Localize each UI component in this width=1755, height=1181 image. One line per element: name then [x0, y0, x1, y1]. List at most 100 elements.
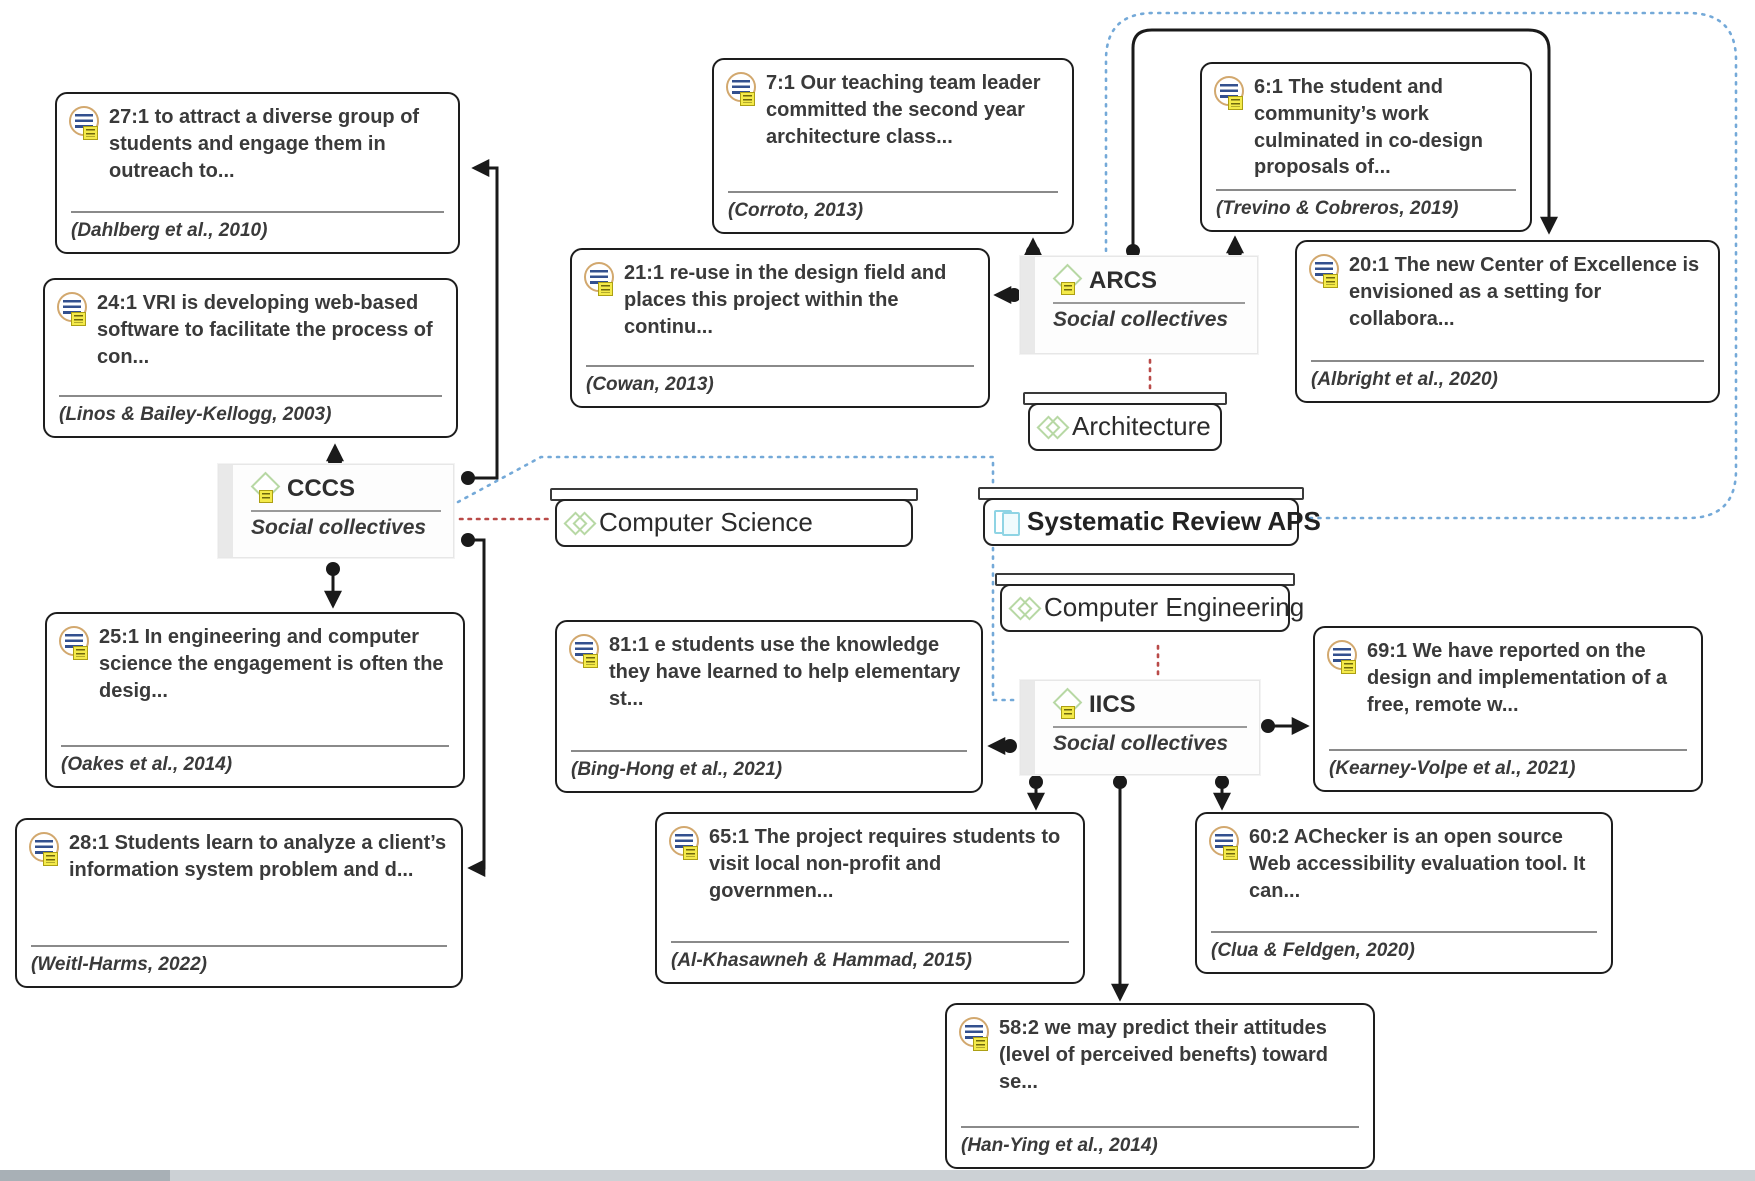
- quotation-node-81-1[interactable]: 81:1 e students use the knowledge they h…: [555, 620, 983, 793]
- edge-cccs-to-quote-25[interactable]: [324, 562, 342, 609]
- quotation-row: 58:2 we may predict their attitudes (lev…: [959, 1015, 1361, 1095]
- code-title-row: IICS: [1052, 687, 1249, 721]
- quotation-id: 25:1: [99, 626, 140, 648]
- quotation-row: 24:1 VRI is developing web-based softwar…: [57, 290, 444, 370]
- quotation-body: In engineering and computer science the …: [99, 626, 444, 702]
- separator: [31, 945, 447, 947]
- quotation-row: 25:1 In engineering and computer science…: [59, 624, 451, 704]
- quotation-id: 58:2: [999, 1017, 1040, 1039]
- quotation-body: The project requires students to visit l…: [709, 826, 1061, 902]
- document-group-node-systematic-review-aps[interactable]: Systematic Review APS: [978, 487, 1321, 546]
- quotation-text: 28:1 Students learn to analyze a client’…: [69, 830, 449, 884]
- quotation-node-60-2[interactable]: 60:2 AChecker is an open source Web acce…: [1195, 812, 1613, 974]
- quotation-body: we may predict their attitudes (level of…: [999, 1017, 1328, 1093]
- edge-arcs-to-quote-21[interactable]: [993, 286, 1021, 304]
- memo-icon: [583, 654, 598, 668]
- citation: (Trevino & Cobreros, 2019): [1216, 198, 1459, 219]
- code-category: Social collectives: [251, 516, 427, 539]
- quotation-node-6-1[interactable]: 6:1 The student and community’s work cul…: [1200, 62, 1532, 232]
- quotation-body: AChecker is an open source Web accessibi…: [1249, 826, 1586, 902]
- quotation-text: 27:1 to attract a diverse group of stude…: [109, 104, 446, 184]
- quotation-text: 58:2 we may predict their attitudes (lev…: [999, 1015, 1361, 1095]
- quotation-text: 6:1 The student and community’s work cul…: [1254, 74, 1518, 181]
- quotation-row: 6:1 The student and community’s work cul…: [1214, 74, 1518, 181]
- horizontal-scrollbar[interactable]: [0, 1170, 1755, 1181]
- separator: [1311, 360, 1704, 362]
- code-node-iics[interactable]: IICS Social collectives: [1020, 680, 1260, 775]
- edge-iics-to-quote-60[interactable]: [1213, 775, 1231, 811]
- quotation-icon: [1214, 76, 1254, 110]
- code-name: ARCS: [1089, 267, 1158, 294]
- memo-icon: [1223, 846, 1238, 860]
- separator: [586, 365, 974, 367]
- code-group-name: Computer Science: [599, 507, 813, 537]
- quotation-text: 21:1 re-use in the design field and plac…: [624, 260, 976, 340]
- quotation-icon: [569, 634, 609, 668]
- edge-iics-to-quote-81[interactable]: [987, 737, 1017, 755]
- quotation-node-27-1[interactable]: 27:1 to attract a diverse group of stude…: [55, 92, 460, 254]
- quotation-icon: [1209, 826, 1249, 860]
- memo-icon: [598, 282, 613, 296]
- quotation-row: 65:1 The project requires students to vi…: [669, 824, 1071, 904]
- quotation-icon: [59, 626, 99, 660]
- citation: (Albright et al., 2020): [1311, 369, 1498, 390]
- separator: [1053, 726, 1247, 728]
- edge-arcs-to-quote-20[interactable]: [1126, 28, 1558, 258]
- quotation-id: 27:1: [109, 106, 150, 128]
- tray-box: Computer Engineering: [1000, 584, 1304, 632]
- edge-iics-to-quote-58[interactable]: [1111, 775, 1129, 1002]
- quotation-node-20-1[interactable]: 20:1 The new Center of Excellence is env…: [1295, 240, 1720, 403]
- quotation-icon: [69, 106, 109, 140]
- quotation-id: 60:2: [1249, 826, 1290, 848]
- edge-iics-to-quote-69[interactable]: [1261, 717, 1310, 735]
- quotation-body: The new Center of Excellence is envision…: [1349, 254, 1700, 330]
- memo-icon: [71, 312, 86, 326]
- code-node-cccs[interactable]: CCCS Social collectives: [218, 464, 454, 558]
- quotation-text: 65:1 The project requires students to vi…: [709, 824, 1071, 904]
- quotation-icon: [669, 826, 709, 860]
- separator: [728, 191, 1058, 193]
- quotation-icon: [584, 262, 624, 296]
- code-group-name: Architecture: [1072, 411, 1211, 441]
- quotation-icon: [29, 832, 69, 866]
- edge-cccs-to-quote-28[interactable]: [461, 533, 486, 877]
- memo-icon: [73, 646, 88, 660]
- quotation-row: 81:1 e students use the knowledge they h…: [569, 632, 969, 712]
- edge-document-arcs-loop[interactable]: [1104, 11, 1738, 520]
- scrollbar-thumb[interactable]: [0, 1170, 170, 1181]
- quotation-id: 69:1: [1367, 640, 1408, 662]
- quotation-node-25-1[interactable]: 25:1 In engineering and computer science…: [45, 612, 465, 788]
- code-group-node-computer-engineering[interactable]: Computer Engineering: [995, 573, 1304, 632]
- edge-document-cccs-iics[interactable]: [456, 455, 1018, 702]
- quotation-row: 20:1 The new Center of Excellence is env…: [1309, 252, 1706, 332]
- quotation-node-69-1[interactable]: 69:1 We have reported on the design and …: [1313, 626, 1703, 792]
- edge-arcs-to-quote-6[interactable]: [1226, 235, 1244, 259]
- quotation-node-21-1[interactable]: 21:1 re-use in the design field and plac…: [570, 248, 990, 408]
- code-icon: [1052, 687, 1089, 721]
- quotation-node-24-1[interactable]: 24:1 VRI is developing web-based softwar…: [43, 278, 458, 438]
- quotation-row: 69:1 We have reported on the design and …: [1327, 638, 1689, 718]
- code-group-node-architecture[interactable]: Architecture: [1023, 392, 1227, 451]
- quotation-text: 25:1 In engineering and computer science…: [99, 624, 451, 704]
- code-icon: [250, 471, 287, 505]
- code-group-icon: [1008, 595, 1044, 621]
- edge-cccs-to-quote-27[interactable]: [461, 159, 499, 485]
- edge-iics-to-quote-65[interactable]: [1027, 775, 1045, 811]
- quotation-node-28-1[interactable]: 28:1 Students learn to analyze a client’…: [15, 818, 463, 988]
- citation: (Bing-Hong et al., 2021): [571, 759, 783, 780]
- document-group-name: Systematic Review APS: [1027, 506, 1321, 536]
- quotation-text: 24:1 VRI is developing web-based softwar…: [97, 290, 444, 370]
- quotation-node-58-2[interactable]: 58:2 we may predict their attitudes (lev…: [945, 1003, 1375, 1169]
- memo-icon: [259, 490, 273, 503]
- code-node-arcs[interactable]: ARCS Social collectives: [1020, 256, 1258, 354]
- code-name: CCCS: [287, 475, 356, 502]
- code-category: Social collectives: [1053, 308, 1229, 331]
- code-title-row: CCCS: [250, 471, 443, 505]
- quotation-node-65-1[interactable]: 65:1 The project requires students to vi…: [655, 812, 1085, 984]
- code-group-node-computer-science[interactable]: Computer Science: [550, 488, 918, 547]
- citation: (Cowan, 2013): [586, 374, 714, 395]
- quotation-node-7-1[interactable]: 7:1 Our teaching team leader committed t…: [712, 58, 1074, 234]
- code-group-icon: [1036, 414, 1072, 440]
- edge-arcs-to-quote-7[interactable]: [1024, 237, 1042, 259]
